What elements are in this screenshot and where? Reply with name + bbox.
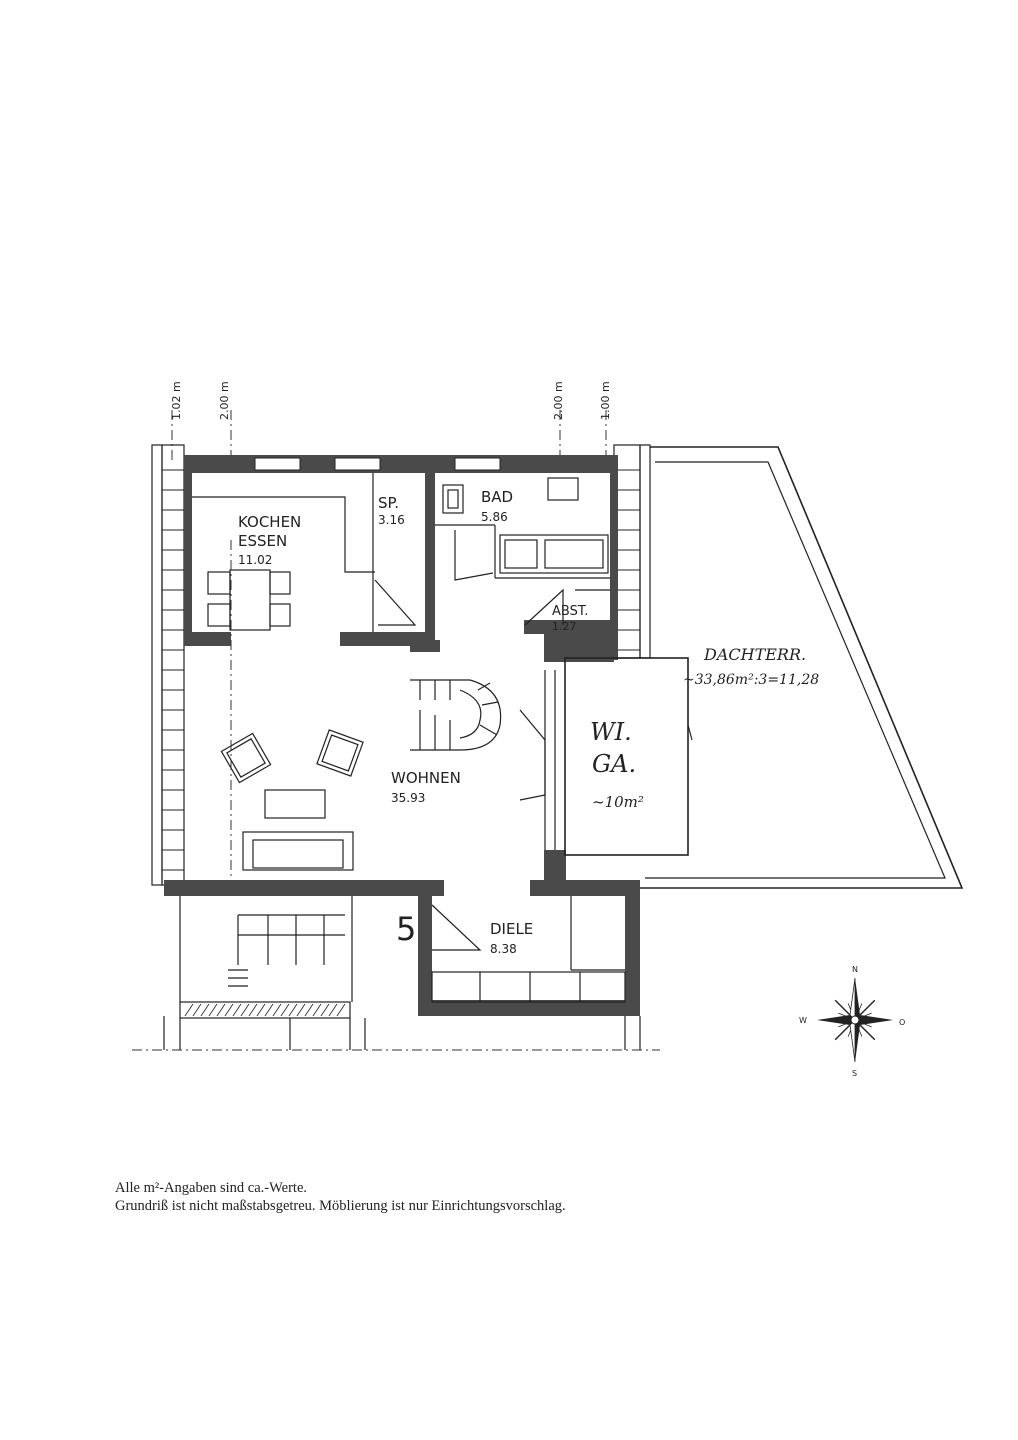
stairwell bbox=[163, 914, 641, 1050]
terrace-area: ~33,86m²:3=11,28 bbox=[683, 672, 819, 688]
compass-west: W bbox=[799, 1016, 807, 1025]
terrace-label: DACHTERR. bbox=[703, 645, 806, 664]
dimension-right-inner: 2.00 m bbox=[552, 381, 565, 420]
bathroom-fixtures bbox=[442, 477, 609, 574]
kitchen-label-line2: ESSEN bbox=[238, 532, 287, 550]
spiral-staircase bbox=[410, 679, 502, 751]
roof-terrace bbox=[640, 446, 964, 889]
living-room-area: 35.93 bbox=[391, 791, 425, 805]
dimension-left-outer: 1.02 m bbox=[170, 381, 183, 420]
living-furniture bbox=[220, 729, 364, 871]
compass-south: S bbox=[852, 1069, 857, 1078]
kitchen-furniture bbox=[207, 569, 291, 631]
hallway-closet bbox=[431, 971, 626, 1003]
compass-east: O bbox=[899, 1018, 905, 1027]
winter-garden-labels: WI. GA. ~10m² bbox=[590, 718, 644, 811]
kitchen-label-line1: KOCHEN bbox=[238, 513, 301, 531]
hallway-label: DIELE bbox=[490, 920, 533, 938]
bathroom-area: 5.86 bbox=[481, 510, 508, 524]
winter-garden-area: ~10m² bbox=[592, 793, 644, 811]
roof-slope-left bbox=[151, 444, 185, 886]
compass-rose: N S W O bbox=[799, 965, 905, 1078]
terrace-labels: DACHTERR. ~33,86m²:3=11,28 bbox=[683, 645, 819, 688]
dimension-left-inner: 2.00 m bbox=[218, 381, 231, 420]
storage-room-area: 1.27 bbox=[552, 620, 577, 633]
doors bbox=[374, 530, 564, 951]
room-labels: KOCHEN ESSEN 11.02 SP. 3.16 BAD 5.86 ABS… bbox=[238, 488, 588, 956]
storage-room-label: ABST. bbox=[552, 604, 588, 619]
winter-garden-label-line1: WI. bbox=[590, 718, 632, 746]
interior-walls bbox=[184, 470, 614, 896]
storage-area: 3.16 bbox=[378, 513, 405, 527]
note-area-values: Alle m²-Angaben sind ca.-Werte. bbox=[115, 1180, 308, 1196]
winter-garden-label-line2: GA. bbox=[592, 750, 636, 778]
winter-garden bbox=[564, 657, 693, 856]
unit-number: 5 bbox=[396, 910, 416, 948]
hallway-area: 8.38 bbox=[490, 942, 517, 956]
bathroom-label: BAD bbox=[481, 488, 513, 506]
living-room-label: WOHNEN bbox=[391, 769, 461, 787]
dimension-right-outer: 1.00 m bbox=[599, 381, 612, 420]
storage-label: SP. bbox=[378, 494, 399, 512]
exterior-walls bbox=[164, 455, 640, 1016]
kitchen-area: 11.02 bbox=[238, 553, 272, 567]
roof-slope-right bbox=[613, 444, 651, 659]
partitions bbox=[179, 473, 625, 1002]
note-disclaimer: Grundriß ist nicht maßstabsgetreu. Möbli… bbox=[115, 1198, 566, 1214]
compass-north: N bbox=[852, 965, 858, 974]
dimension-markers: 1.02 m 2.00 m 2.00 m 1.00 m bbox=[170, 381, 612, 460]
